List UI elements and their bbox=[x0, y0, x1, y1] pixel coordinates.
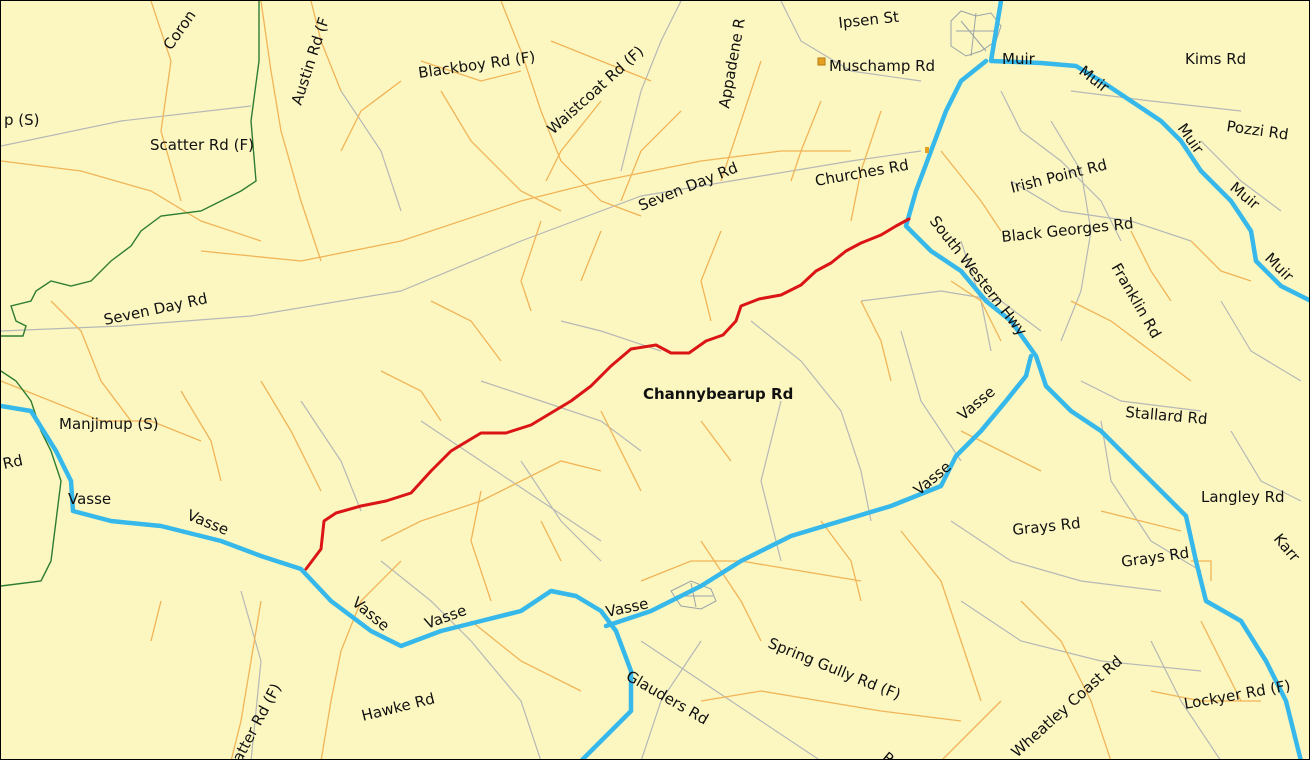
label-kims-rd: Kims Rd bbox=[1185, 50, 1246, 68]
muir-hwy bbox=[988, 1, 1309, 303]
vasse-hwy bbox=[1, 403, 634, 759]
place-marker-icon bbox=[817, 57, 929, 153]
label-shire-partial: p (S) bbox=[4, 111, 40, 129]
vasse-hwy-east bbox=[603, 353, 1034, 629]
shire-boundary bbox=[1, 1, 260, 587]
label-rd-left: Rd bbox=[1, 451, 24, 473]
south-western-hwy bbox=[903, 58, 1303, 759]
channybearup-road-highlight[interactable] bbox=[304, 217, 911, 571]
label-scatter-rd: Scatter Rd (F) bbox=[150, 136, 254, 154]
label-muir-top: Muir bbox=[1002, 50, 1036, 68]
gravel-roads bbox=[1, 1, 1261, 759]
label-manjimup-s: Manjimup (S) bbox=[59, 415, 159, 433]
label-channybearup-rd: Channybearup Rd bbox=[643, 385, 793, 403]
label-r-partial: R bbox=[878, 748, 898, 760]
label-langley-rd: Langley Rd bbox=[1201, 488, 1285, 506]
label-vasse-far-left: Vasse bbox=[68, 490, 111, 508]
town-blocks bbox=[670, 10, 1002, 610]
label-muschamp-rd: Muschamp Rd bbox=[829, 57, 935, 75]
